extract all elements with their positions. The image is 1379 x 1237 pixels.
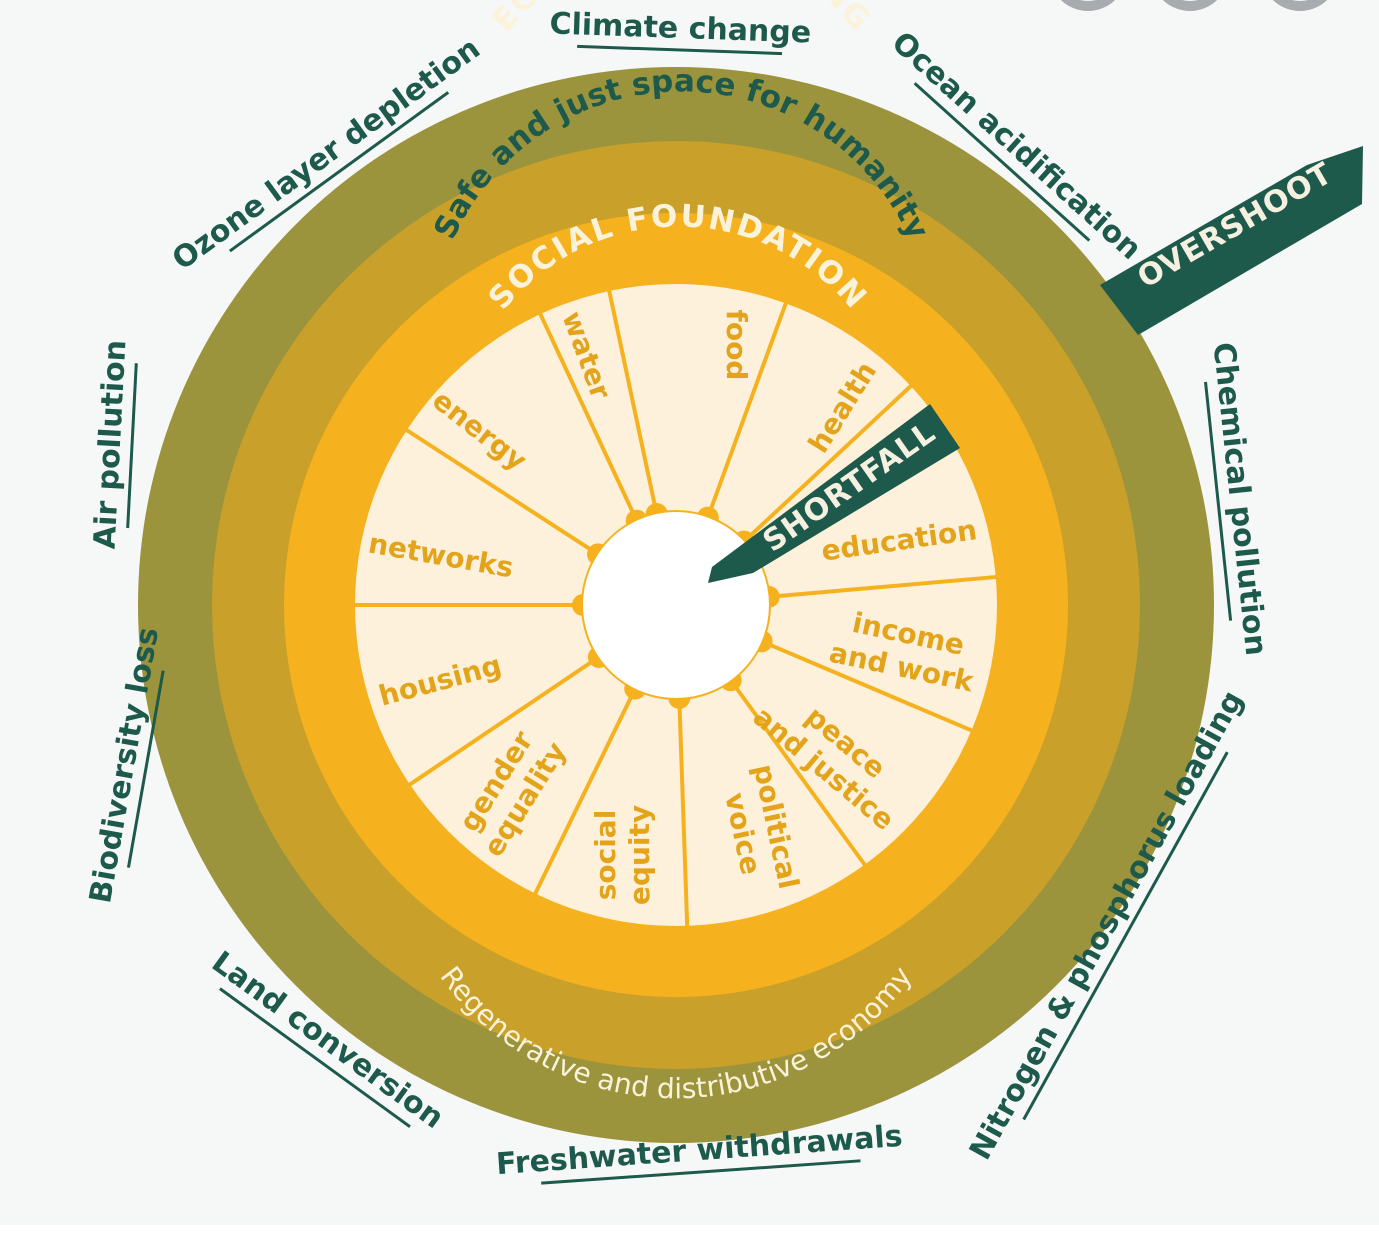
bottom-divider <box>0 1225 1379 1233</box>
sector-label-line: food <box>720 310 753 381</box>
sector-divider <box>729 679 867 867</box>
boundary-underline <box>541 1159 861 1185</box>
sector-divider <box>607 289 659 515</box>
sector-label: food <box>720 310 753 381</box>
boundary-underline <box>1022 751 1229 1121</box>
boundary-underline <box>126 670 165 868</box>
sector-divider <box>677 697 690 927</box>
boundary-underline <box>228 91 450 253</box>
sector-dividers <box>354 289 997 927</box>
sector-divider <box>768 574 997 599</box>
sector-divider <box>538 312 639 522</box>
sector-label: socialequity <box>589 805 656 905</box>
sector-label-line: equity <box>623 805 656 905</box>
boundary-underline <box>219 987 411 1128</box>
top-right-decoration <box>1060 0 1328 11</box>
sector-divider <box>404 427 600 557</box>
sector-divider <box>742 383 913 544</box>
overshoot-arrow-shape <box>1100 146 1363 335</box>
sector-divider <box>533 687 638 896</box>
sector-divider <box>705 301 789 519</box>
shortfall-arrow-shape <box>708 404 960 583</box>
center-hole <box>583 512 769 698</box>
boundary-underline <box>126 363 138 529</box>
boundary-underline <box>577 44 783 56</box>
boundary-underline <box>913 82 1091 242</box>
sector-divider <box>407 655 601 787</box>
sector-divider <box>760 639 974 733</box>
boundary-underline <box>1204 381 1233 621</box>
sector-label-line: social <box>589 810 622 901</box>
